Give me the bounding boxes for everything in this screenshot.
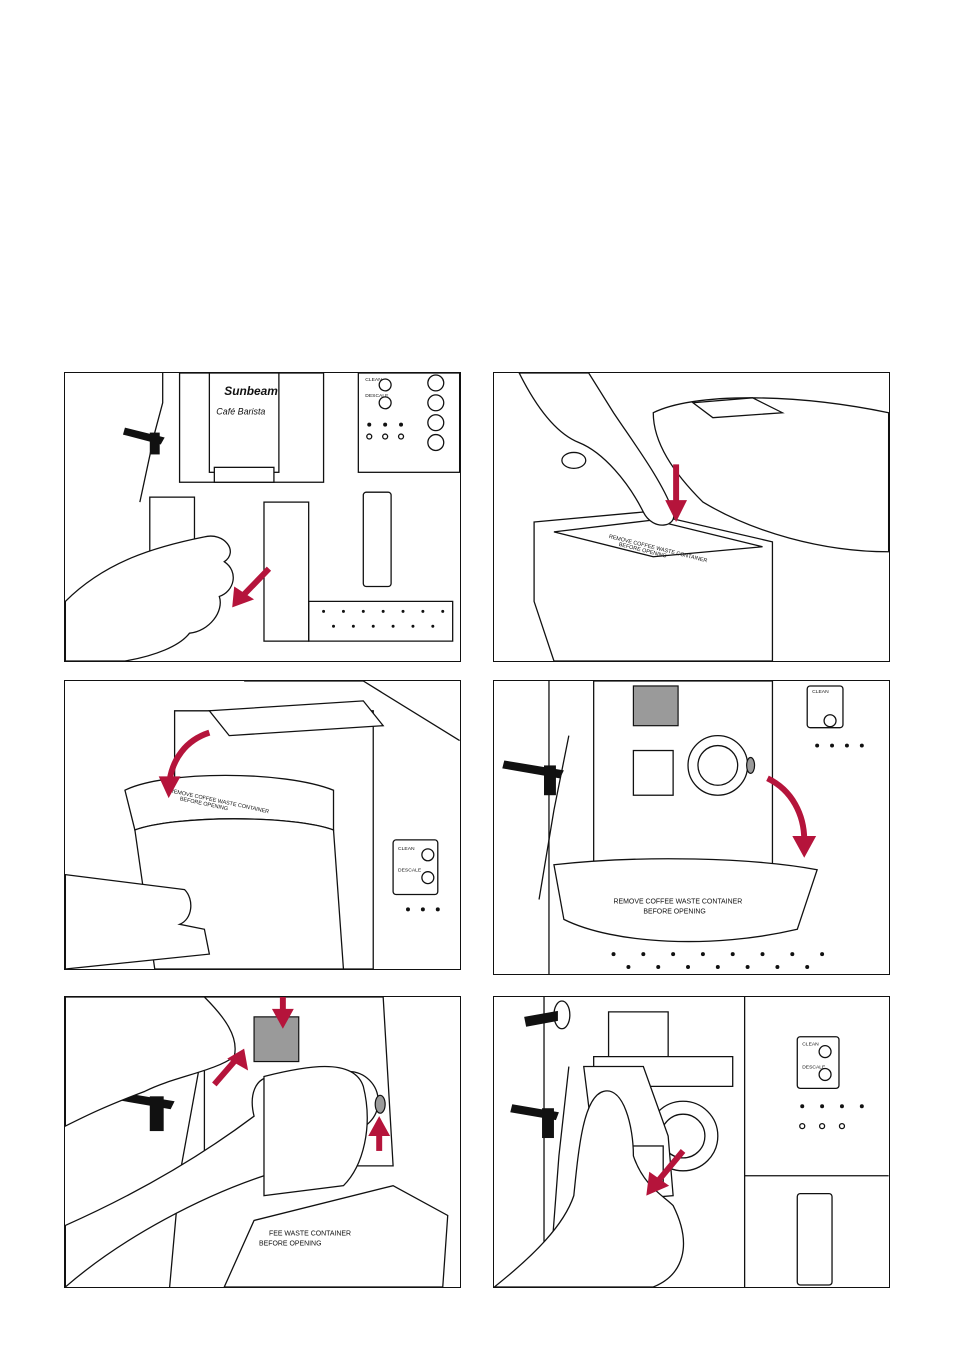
button-label-descale: DESCALE	[365, 393, 389, 399]
button-label-clean: CLEAN	[398, 846, 415, 852]
figure-1-illustration: Sunbeam Café Barista CLEAN DESCALE	[65, 373, 460, 661]
figure-5-illustration: FEE WASTE CONTAINER BEFORE OPENING	[65, 997, 460, 1287]
figure-2-illustration: REMOVE COFFEE WASTE CONTAINER BEFORE OPE…	[494, 373, 889, 661]
brand-logo: Sunbeam	[224, 384, 278, 398]
figure-6: CLEAN DESCALE	[493, 996, 890, 1288]
button-label-clean: CLEAN	[812, 689, 829, 695]
figure-2: REMOVE COFFEE WASTE CONTAINER BEFORE OPE…	[493, 372, 890, 662]
figure-1: Sunbeam Café Barista CLEAN DESCALE	[64, 372, 461, 662]
container-label-line-2: BEFORE OPENING	[643, 908, 705, 915]
container-label-line-1: REMOVE COFFEE WASTE CONTAINER	[614, 898, 743, 905]
button-label-clean: CLEAN	[365, 377, 382, 383]
figure-3-illustration: REMOVE COFFEE WASTE CONTAINER BEFORE OPE…	[65, 681, 460, 969]
button-label-clean: CLEAN	[802, 1042, 819, 1048]
figure-5: FEE WASTE CONTAINER BEFORE OPENING	[64, 996, 461, 1288]
button-label-descale: DESCALE	[398, 868, 422, 874]
model-name: Café Barista	[216, 407, 265, 417]
figure-3: REMOVE COFFEE WASTE CONTAINER BEFORE OPE…	[64, 680, 461, 970]
figure-4: REMOVE COFFEE WASTE CONTAINER BEFORE OPE…	[493, 680, 890, 975]
figure-4-illustration: REMOVE COFFEE WASTE CONTAINER BEFORE OPE…	[494, 681, 889, 974]
button-label-descale: DESCALE	[802, 1065, 826, 1071]
container-label-line-1: FEE WASTE CONTAINER	[269, 1230, 351, 1237]
figure-6-illustration: CLEAN DESCALE	[494, 997, 889, 1287]
container-label-line-2: BEFORE OPENING	[259, 1240, 321, 1247]
